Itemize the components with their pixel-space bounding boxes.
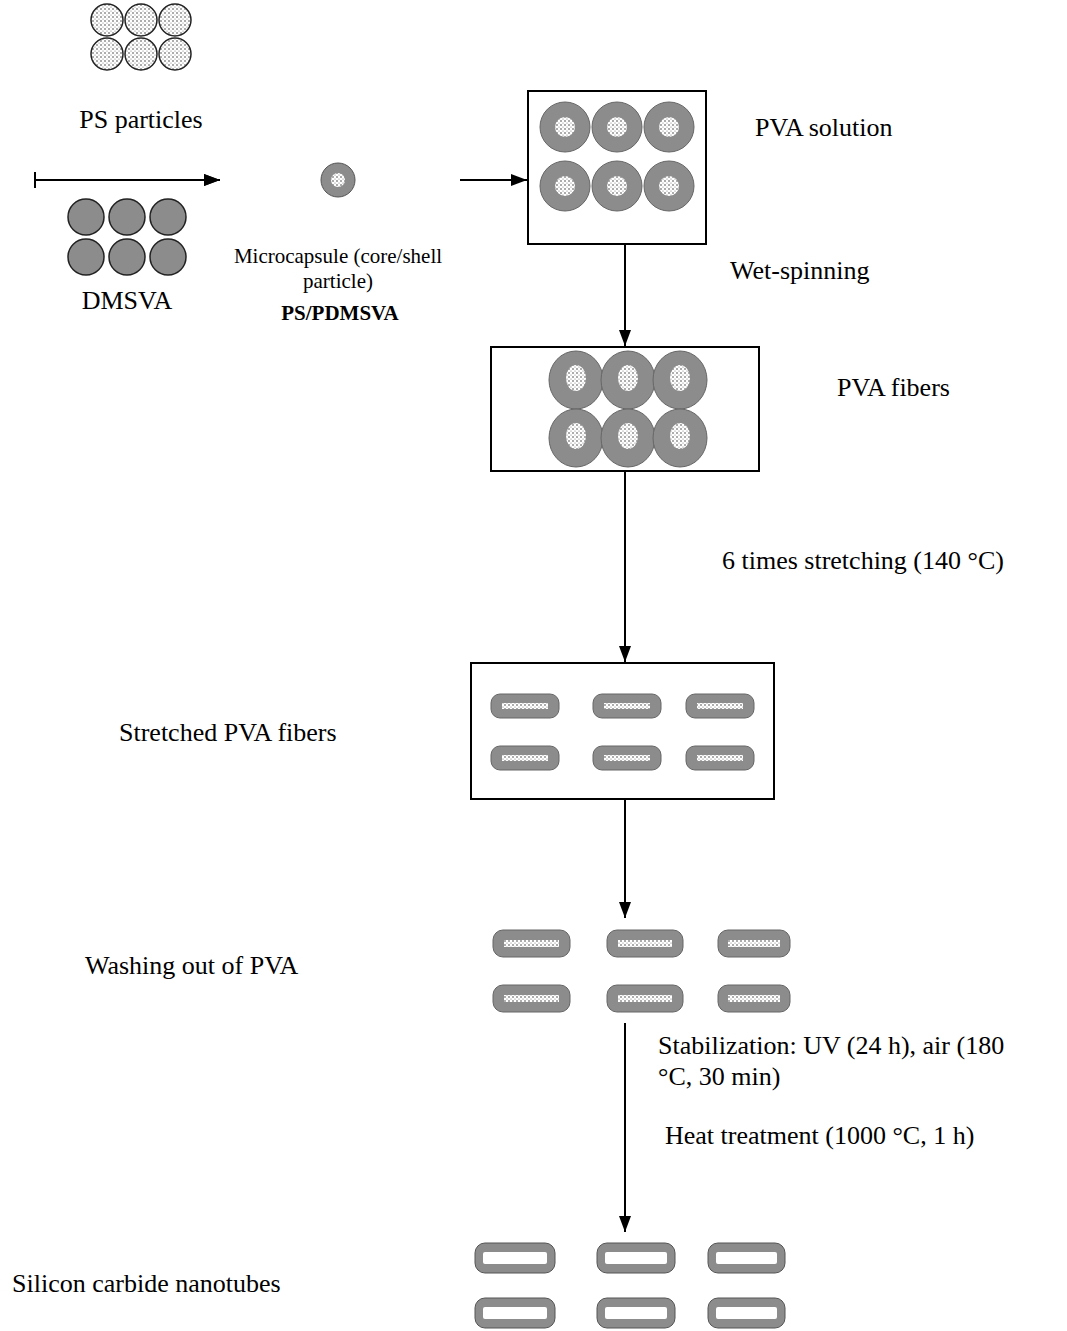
process-arrow xyxy=(624,1023,626,1232)
step-label: Wet-spinning xyxy=(730,255,869,286)
nanotube-group: Silicon carbide nanotubes xyxy=(470,1232,790,1331)
node-label: Microcapsule (core/shell particle) xyxy=(230,244,446,294)
process-arrow xyxy=(35,172,220,180)
washed-capsules xyxy=(493,930,790,1012)
node-label: PVA solution xyxy=(755,112,893,143)
nanotube-shapes xyxy=(475,1243,785,1328)
node-label: DMSVA xyxy=(30,285,224,316)
fiber-box: PVA fibers xyxy=(490,346,760,472)
microcapsule xyxy=(321,163,355,197)
capsules-in-solution xyxy=(540,102,694,211)
node-label: Stretched PVA fibers xyxy=(119,717,337,748)
step-label: Stabilization: UV (24 h), air (180 °C, 3… xyxy=(658,1030,1023,1092)
ps-particles xyxy=(91,4,191,70)
node-label: PVA fibers xyxy=(837,372,950,403)
process-arrow xyxy=(460,179,527,181)
node-label: PS particles xyxy=(30,104,252,135)
node-label: Washing out of PVA xyxy=(85,950,298,981)
process-arrow xyxy=(624,800,626,918)
process-arrow xyxy=(35,180,220,188)
node-label: Silicon carbide nanotubes xyxy=(12,1268,281,1299)
node-label: PS/PDMSVA xyxy=(220,301,460,326)
particle-group: PS particles xyxy=(30,0,252,172)
solution-box: PVA solution xyxy=(527,90,707,245)
process-arrow xyxy=(624,245,626,346)
step-label: 6 times stretching (140 °C) xyxy=(722,545,1004,576)
dmsva-particles xyxy=(68,199,186,275)
particle-group: DMSVA xyxy=(30,188,224,333)
process-arrow xyxy=(624,472,626,662)
microcapsule-node: Microcapsule (core/shell particle) PS/PDM… xyxy=(220,158,460,338)
capsule-group: Washing out of PVA xyxy=(485,918,800,1023)
capsules-in-fibers xyxy=(549,351,707,467)
stretched-capsules xyxy=(491,694,754,770)
process-note: Heat treatment (1000 °C, 1 h) xyxy=(665,1120,974,1151)
fiber-box: Stretched PVA fibers xyxy=(470,662,775,800)
